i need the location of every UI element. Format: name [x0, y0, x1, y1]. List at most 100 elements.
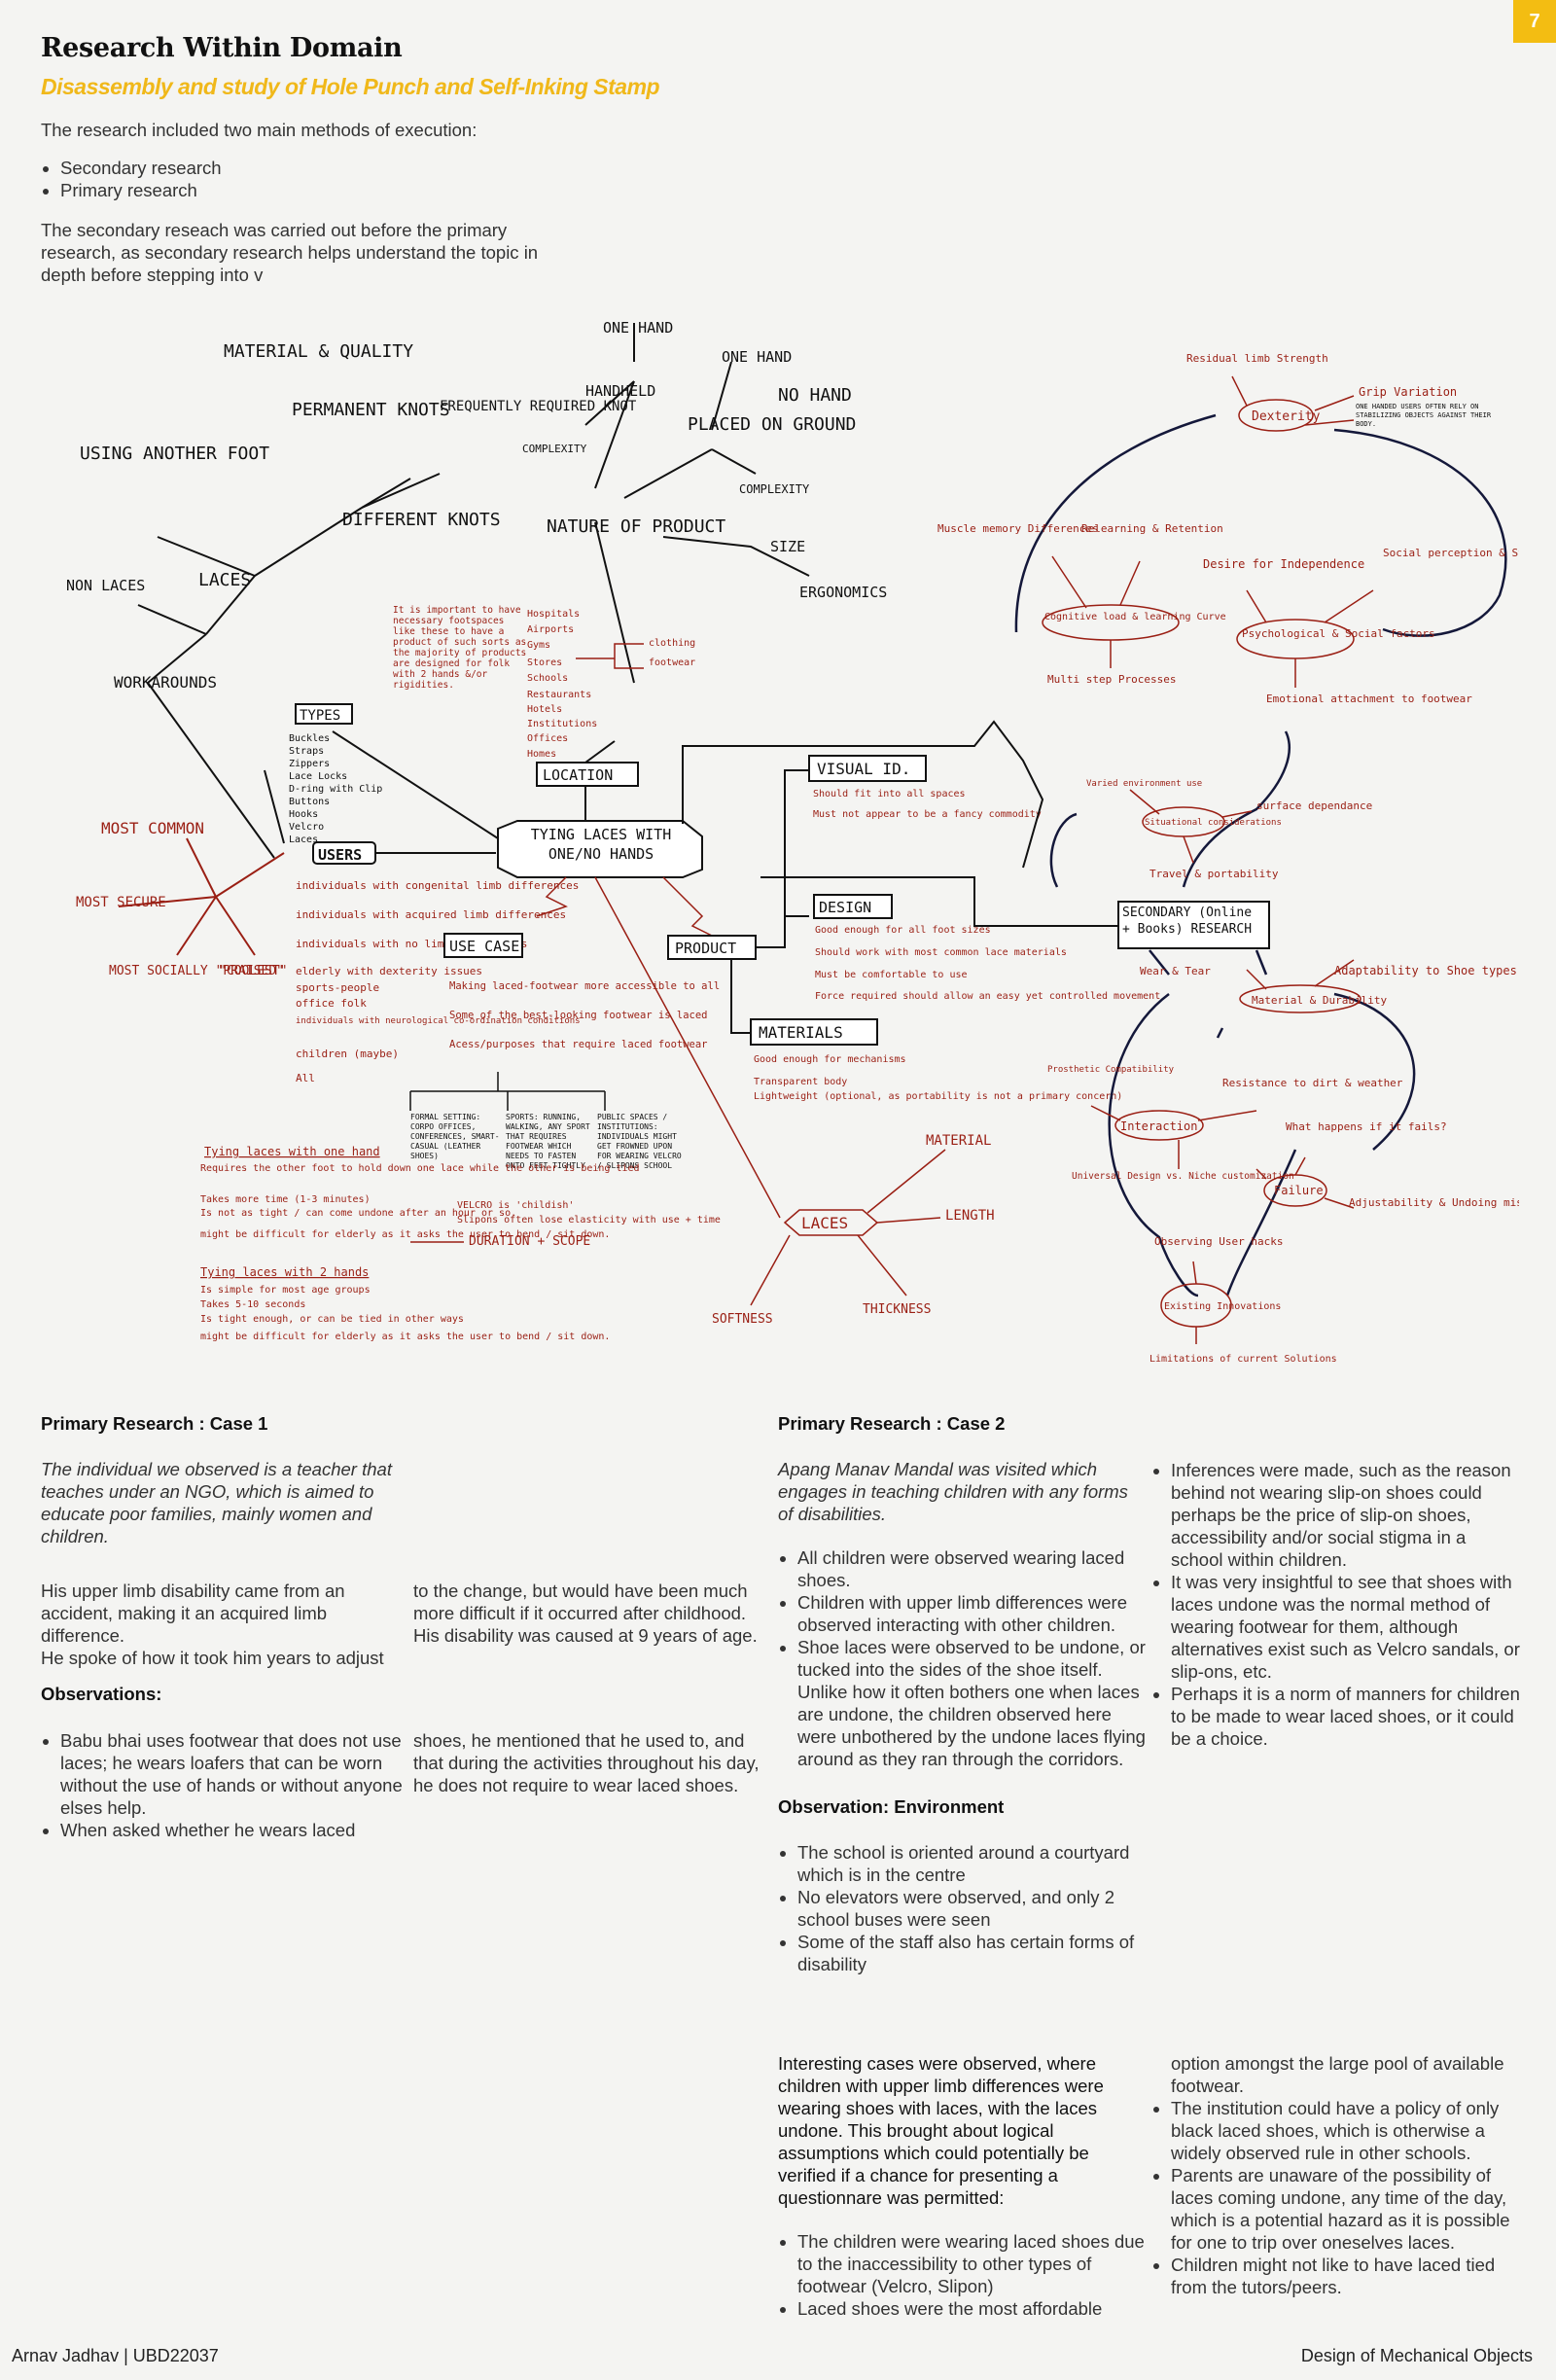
sec-multistep: Multi step Processes	[1047, 673, 1176, 686]
types-item: Hooks	[289, 809, 318, 820]
label-one-hand-2: ONE HAND	[722, 348, 792, 366]
laces-thickness: THICKNESS	[863, 1302, 931, 1317]
case2-heading: Primary Research : Case 2	[778, 1413, 1006, 1434]
location-block: LOCATION It is important to have necessa…	[393, 605, 695, 824]
cases-right-lead: option amongst the large pool of availab…	[1171, 2053, 1504, 2096]
sec-cognitive: Cognitive load & learning Curve	[1044, 612, 1226, 622]
case2-env-list: The school is oriented around a courtyar…	[778, 1841, 1148, 1975]
intro-lead: The research included two main methods o…	[41, 120, 477, 140]
one-hand-item: Is not as tight / can come undone after …	[200, 1208, 516, 1219]
sec-situational: Situational considerations	[1145, 818, 1282, 828]
one-hand-item: Takes more time (1-3 minutes)	[200, 1194, 371, 1205]
list-item: Secondary research	[60, 157, 547, 179]
types-item: Buckles	[289, 733, 330, 744]
label-most-common: MOST COMMON	[101, 819, 204, 837]
materials-label: MATERIALS	[759, 1023, 843, 1042]
label-nature-of-product: NATURE OF PRODUCT	[547, 516, 725, 537]
label-complexity: COMPLEXITY	[522, 443, 587, 455]
two-hand-item: Is simple for most age groups	[200, 1285, 371, 1296]
mind-map-diagram: MATERIAL & QUALITY ONE HAND ONE HAND HAN…	[66, 319, 1519, 1365]
sec-interaction: Interaction	[1120, 1119, 1197, 1133]
label-handheld: HANDHELD	[585, 382, 655, 400]
cases-right-section: option amongst the large pool of availab…	[1171, 2052, 1521, 2097]
design-item: Force required should allow an easy yet …	[815, 991, 1160, 1002]
list-item: Some of the staff also has certain forms…	[797, 1931, 1148, 1975]
use-case-item: Making laced-footwear more accessible to…	[449, 980, 720, 992]
case1-para-a-text: His upper limb disability came from an a…	[41, 1581, 345, 1646]
types-label: TYPES	[300, 708, 340, 724]
sec-adjustability: Adjustability & Undoing mistakes	[1349, 1196, 1519, 1209]
popularity-lines	[118, 837, 285, 956]
types-item: Zippers	[289, 759, 330, 769]
velcro-note: VELCRO is 'childish'	[457, 1200, 574, 1211]
list-item: Shoe laces were observed to be undone, o…	[797, 1636, 1148, 1770]
types-block: TYPES Buckles Straps Zippers Lace Locks …	[289, 703, 382, 845]
users-block: USERS individuals with congenital limb d…	[296, 841, 581, 1084]
sec-resistance: Resistance to dirt & weather	[1222, 1077, 1403, 1089]
sec-wear: Wear & Tear	[1140, 965, 1211, 977]
sec-what-happens: What happens if it fails?	[1286, 1120, 1447, 1133]
case1-para-a2-text: He spoke of how it took him years to adj…	[41, 1648, 384, 1668]
location-note: It is important to have necessary footsp…	[393, 605, 527, 691]
case1-section: Primary Research : Case 1 The individual…	[41, 1412, 741, 1547]
label-ergonomics: ERGONOMICS	[799, 584, 887, 601]
label-material-quality: MATERIAL & QUALITY	[224, 341, 413, 362]
laces-softness: SOFTNESS	[712, 1312, 773, 1327]
case2-left-list: All children were observed wearing laced…	[778, 1546, 1148, 1770]
use-case-label: USE CASE	[449, 938, 519, 955]
one-hand-item: Requires the other foot to hold down one…	[200, 1163, 640, 1174]
sec-prosthetic: Prosthetic Compatibility	[1047, 1065, 1175, 1075]
users-item: individuals with acquired limb differenc…	[296, 908, 566, 921]
label-size: SIZE	[770, 538, 805, 555]
use-case-public: PUBLIC SPACES / INSTITUTIONS: INDIVIDUAL…	[597, 1113, 682, 1170]
list-item: The institution could have a policy of o…	[1171, 2097, 1521, 2164]
laces-material: MATERIAL	[926, 1133, 991, 1149]
material-item: Lightweight (optional, as portability is…	[754, 1091, 1122, 1102]
location-place: Gyms	[527, 640, 550, 651]
location-place: Institutions	[527, 719, 597, 729]
location-place: Hospitals	[527, 609, 580, 620]
label-most-socially-praised: MOST SOCIALLY "PRAISED"	[109, 964, 284, 978]
list-item: Primary research	[60, 179, 547, 201]
label-no-hand: NO HAND	[778, 385, 852, 406]
case1-observations-right: shoes, he mentioned that he used to, and…	[413, 1730, 760, 1795]
users-item: individuals with neurological co-ordinat…	[296, 1016, 581, 1026]
popularity-labels: MOST COMMON MOST SECURE MOST SOCIALLY "P…	[76, 819, 287, 978]
cases-right-list-wrap: The institution could have a policy of o…	[1151, 2097, 1521, 2298]
list-item: Children with upper limb differences wer…	[797, 1591, 1148, 1636]
users-item: office folk	[296, 997, 367, 1010]
list-item: The children were wearing laced shoes du…	[797, 2230, 1148, 2297]
case2-env-heading: Observation: Environment	[778, 1796, 1005, 1817]
footer-course: Design of Mechanical Objects	[1300, 2346, 1533, 2365]
cases-paragraph: Interesting cases were observed, where c…	[778, 2053, 1104, 2208]
center-node: TYING LACES WITH ONE/NO HANDS	[497, 820, 703, 878]
two-hand-item: Is tight enough, or can be tied in other…	[200, 1314, 464, 1325]
one-hand-title: Tying laces with one hand	[204, 1145, 380, 1158]
list-item: Parents are unaware of the possibility o…	[1171, 2164, 1521, 2254]
sec-grip-note: ONE HANDED USERS OFTEN RELY ON STABILIZI…	[1356, 403, 1492, 428]
store-type: footwear	[649, 657, 695, 668]
users-item: children (maybe)	[296, 1048, 399, 1060]
users-item: elderly with dexterity issues	[296, 965, 482, 977]
case2-intro: Apang Manav Mandal was visited which eng…	[778, 1459, 1128, 1524]
case1-para-a: His upper limb disability came from an a…	[41, 1580, 399, 1669]
use-case-block: USE CASE Making laced-footwear more acce…	[409, 876, 721, 1249]
list-item: No elevators were observed, and only 2 s…	[797, 1886, 1148, 1931]
page-subtitle: Disassembly and study of Hole Punch and …	[41, 74, 660, 99]
location-label: LOCATION	[543, 766, 613, 784]
sec-limitations: Limitations of current Solutions	[1149, 1354, 1337, 1365]
types-item: D-ring with Clip	[289, 784, 382, 795]
list-item: Babu bhai uses footwear that does not us…	[60, 1729, 403, 1819]
intro-paragraph: The secondary reseach was carried out be…	[41, 220, 539, 285]
list-item: All children were observed wearing laced…	[797, 1546, 1148, 1591]
sec-grip: Grip Variation	[1359, 385, 1457, 399]
label-non-laces: NON LACES	[66, 577, 145, 594]
product-label: PRODUCT	[675, 940, 736, 957]
sec-desire: Desire for Independence	[1203, 557, 1364, 571]
case1-heading: Primary Research : Case 1	[41, 1413, 268, 1434]
material-item: Good enough for mechanisms	[754, 1054, 906, 1065]
visual-item: Should fit into all spaces	[813, 789, 966, 799]
types-item: Straps	[289, 746, 324, 757]
velcro-note: Slipons often lose elasticity with use +…	[457, 1215, 721, 1226]
design-item: Must be comfortable to use	[815, 970, 968, 980]
